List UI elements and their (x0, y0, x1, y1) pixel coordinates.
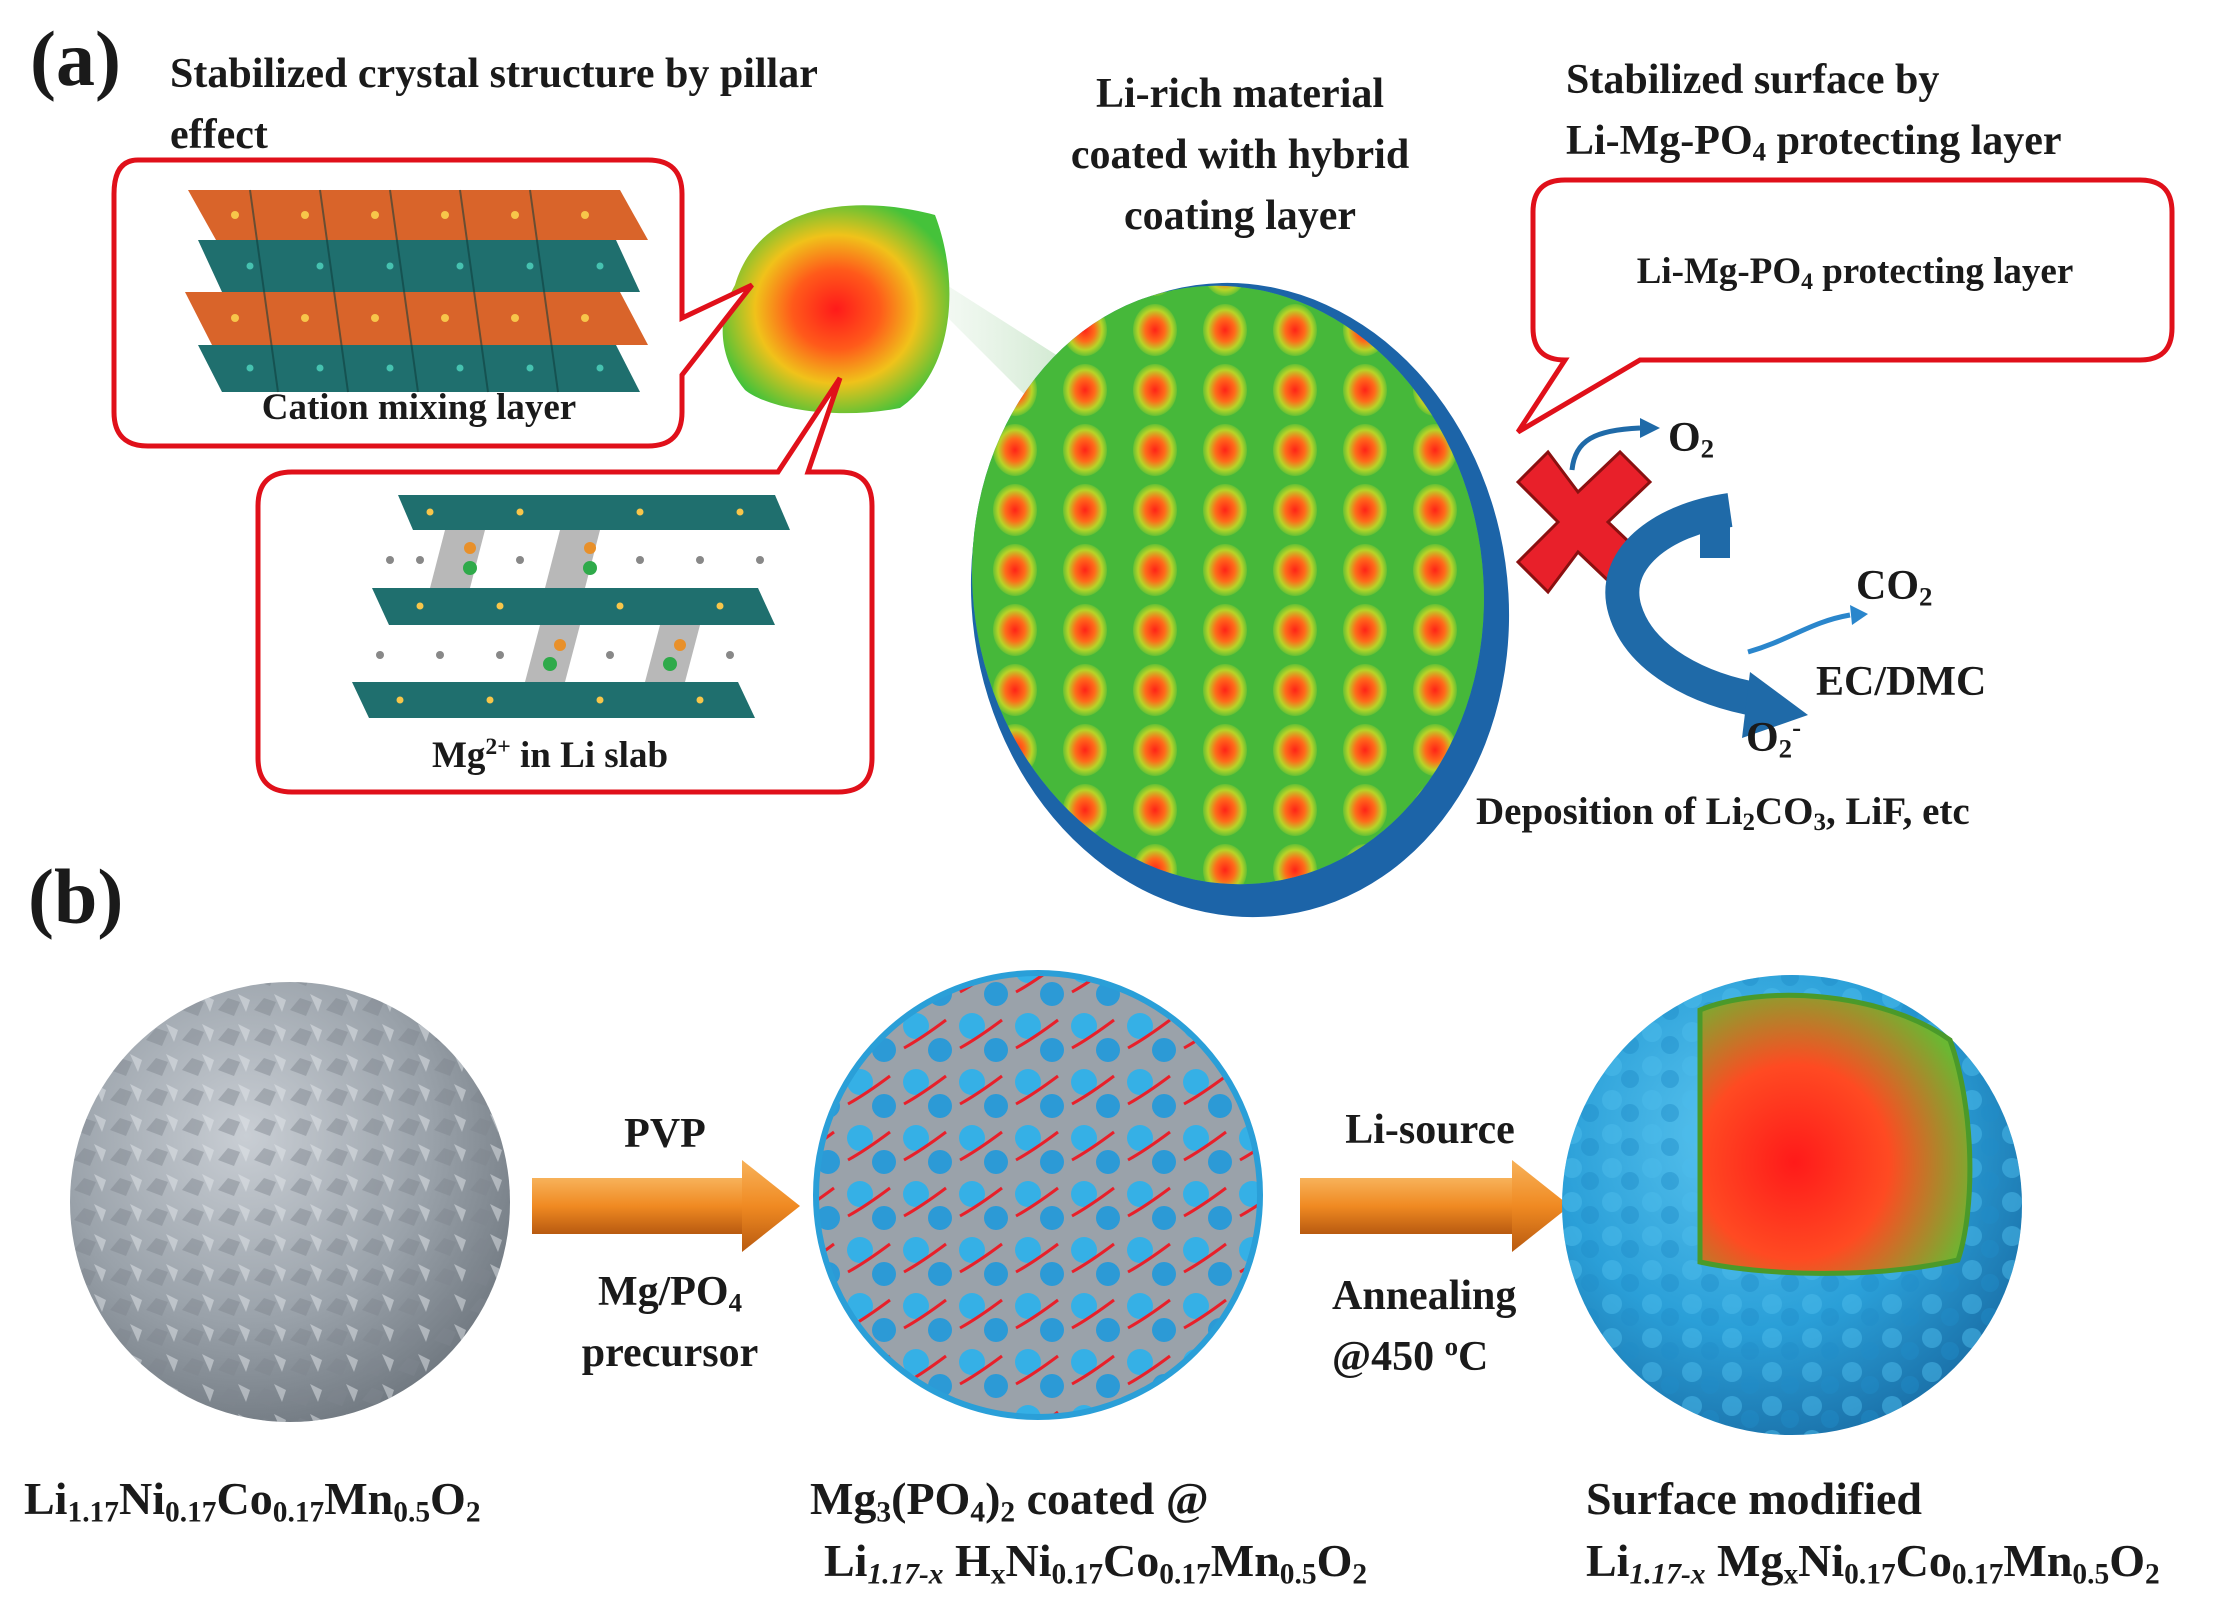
center-caption-line3: coating layer (1123, 192, 1357, 239)
mg-slab-label: Mg2+ in Li slab (431, 734, 669, 777)
deposition-label: Deposition of Li2CO3, LiF, etc (1476, 790, 1970, 837)
center-caption-line1: Li-rich material (1095, 71, 1385, 117)
li-source-label: Li-source (1345, 1107, 1515, 1153)
cation-mixing-label: Cation mixing layer (261, 387, 577, 428)
modified-caption: Surface modified (1586, 1473, 1923, 1524)
cutaway-core (1697, 992, 1973, 1276)
panel-a-label: (a) (30, 15, 121, 102)
cation-mixing-crystal (185, 189, 648, 393)
coated-disc (960, 270, 1510, 918)
panel-b-label: (b) (28, 853, 124, 940)
co2-release-arrow (1747, 612, 1851, 655)
protecting-layer-bubble (1515, 177, 2175, 435)
electrolyte-label: EC/DMC (1816, 659, 1987, 705)
pvp-label: PVP (624, 1111, 706, 1157)
pillar-effect-caption: Stabilized crystal structure by pillar e… (170, 51, 818, 158)
center-caption-line2: coated with hybrid (1070, 131, 1410, 178)
surface-caption-line1: Stabilized surface by (1566, 57, 1940, 103)
superoxide-label: O2- (1746, 712, 1802, 764)
surface-caption: Stabilized surface by Li-Mg-PO4 protecti… (1566, 50, 2206, 172)
li-rich-particle (722, 205, 950, 414)
coated-formula-line1: Mg3(PO4)2 coated @ (810, 1473, 1209, 1529)
center-caption: Li-rich material coated with hybrid coat… (1000, 64, 1480, 247)
coated-formula-line2: Li1.17-x HxNi0.17Co0.17Mn0.5O2 (824, 1535, 1368, 1591)
surface-caption-line2: Li-Mg-PO4 protecting layer (1566, 117, 2062, 167)
modified-formula: Li1.17-x MgxNi0.17Co0.17Mn0.5O2 (1586, 1535, 2160, 1591)
pristine-sphere (70, 982, 510, 1422)
co2-label: CO2 (1856, 563, 1933, 612)
electrolyte-flow-arrow (1605, 493, 1764, 717)
protecting-layer-label: Li-Mg-PO4 protecting layer (1636, 251, 2074, 295)
pvp-step-arrow (532, 1160, 800, 1252)
annealing-label: Annealing @450 oC (1332, 1273, 1517, 1380)
mg-slab-crystal (352, 495, 790, 718)
surface-modified-sphere (1562, 975, 2022, 1435)
annealing-step-arrow (1300, 1160, 1570, 1252)
o2-release-arrow (1569, 425, 1641, 471)
mg3po4-coated-sphere (813, 970, 1263, 1420)
mg-po4-precursor-label: Mg/PO4 precursor (581, 1269, 759, 1376)
pristine-formula: Li1.17Ni0.17Co0.17Mn0.5O2 (24, 1473, 481, 1529)
o2-label: O2 (1668, 415, 1715, 464)
